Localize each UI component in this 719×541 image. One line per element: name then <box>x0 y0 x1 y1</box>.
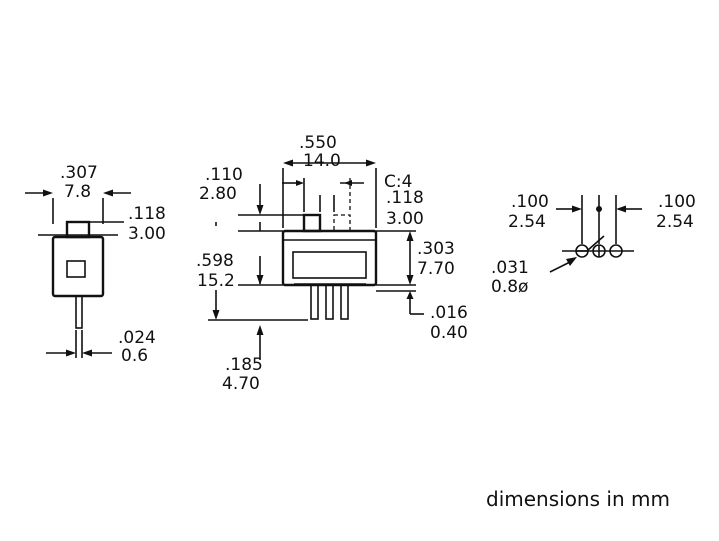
side-view-window <box>66 260 86 278</box>
front-height-mm: 15.2 <box>197 271 235 291</box>
side-view-actuator <box>65 220 91 239</box>
side-pin-in: .024 <box>118 328 156 348</box>
front-body-h-in: .303 <box>417 239 455 259</box>
side-view-body <box>51 235 105 298</box>
side-view-pin <box>75 295 83 329</box>
front-terminal-mm: 4.70 <box>222 374 260 394</box>
front-length-in: .550 <box>299 133 337 153</box>
side-width-in: .307 <box>60 163 98 183</box>
front-view-lever <box>302 213 322 233</box>
footprint-hole-in: .031 <box>491 258 529 278</box>
side-pin-mm: 0.6 <box>121 346 148 366</box>
footprint-pitch-left-in: .100 <box>511 192 549 212</box>
front-lever-w-mm: 3.00 <box>386 209 424 229</box>
footprint-hole-3 <box>609 244 623 258</box>
front-terminal-2 <box>325 284 334 320</box>
front-height-in: .598 <box>196 251 234 271</box>
front-gap-mm: 0.40 <box>430 323 468 343</box>
units-caption: dimensions in mm <box>486 487 670 511</box>
side-view: .307 7.8 .118 3.00 .024 0.6 <box>25 163 166 366</box>
side-tab-in: .118 <box>128 204 166 224</box>
front-body-h-mm: 7.70 <box>417 259 455 279</box>
pcb-footprint: .100 2.54 .100 2.54 .031 0.8ø <box>491 192 696 297</box>
footprint-pitch-right-mm: 2.54 <box>656 212 694 232</box>
front-lever-mm: 2.80 <box>199 184 237 204</box>
front-view: .550 14.0 C:4 .118 3.00 .110 2.80 .598 1… <box>196 133 468 394</box>
front-terminal-3 <box>340 284 349 320</box>
front-terminal-1 <box>310 284 319 320</box>
front-gap-in: .016 <box>430 303 468 323</box>
front-view-body <box>281 229 378 287</box>
footprint-pitch-right-in: .100 <box>658 192 696 212</box>
front-view-panel <box>292 251 367 279</box>
front-lever-in: .110 <box>205 165 243 185</box>
front-terminal-in: .185 <box>225 355 263 375</box>
front-lever-travel: C:4 <box>384 172 412 192</box>
front-view-lever-alt <box>333 214 351 232</box>
front-length-mm: 14.0 <box>303 151 341 171</box>
side-width-mm: 7.8 <box>64 182 91 202</box>
footprint-pitch-left-mm: 2.54 <box>508 212 546 232</box>
footprint-hole-mm: 0.8ø <box>491 277 528 297</box>
front-lever-w-in: .118 <box>386 188 424 208</box>
side-tab-mm: 3.00 <box>128 224 166 244</box>
